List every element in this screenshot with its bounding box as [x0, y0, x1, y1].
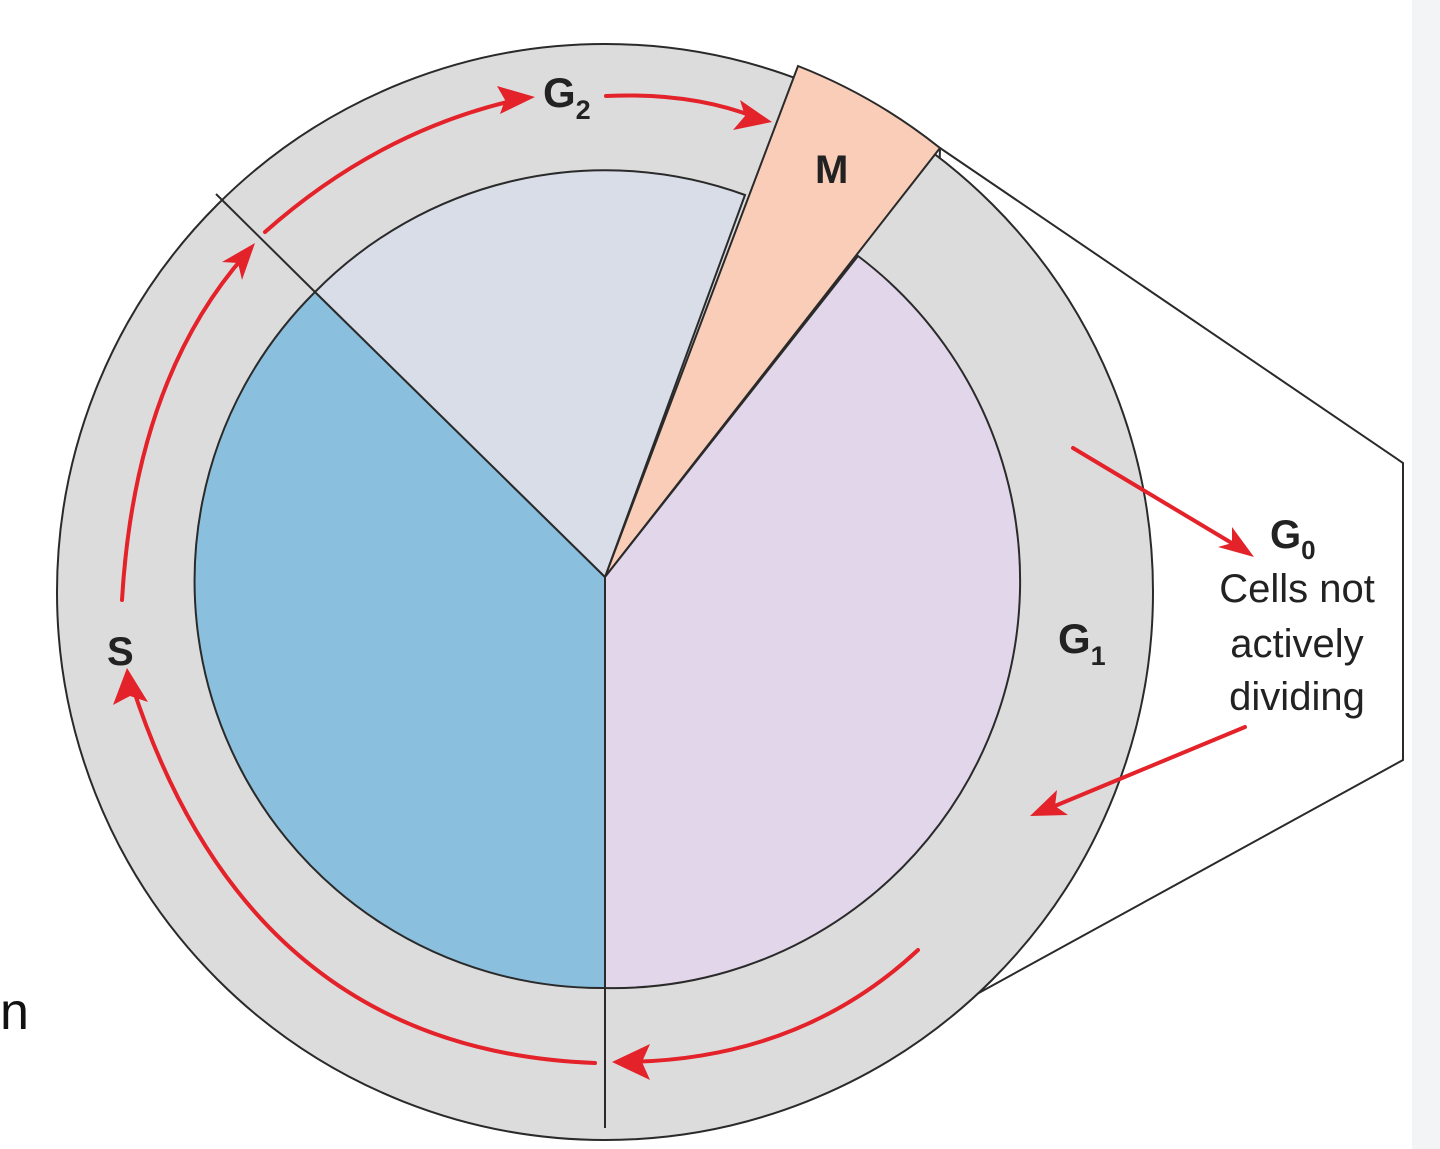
arrow-s-to-g2-upper	[263, 97, 522, 234]
arrowheads	[113, 86, 1254, 1080]
arrowhead-g2-upper	[497, 86, 535, 114]
arrowhead-g1	[1030, 790, 1068, 816]
s-sector	[193, 290, 606, 990]
g1-sector	[604, 254, 1022, 990]
arrow-g2-to-m	[604, 93, 757, 119]
g2-label: G2	[543, 69, 591, 125]
arrow-s-to-g2-lower	[120, 253, 247, 602]
m-label: M	[815, 148, 848, 192]
cropped-text-fragment: n	[0, 983, 29, 1041]
divider-s-g2	[215, 193, 316, 293]
g0-description: Cells not actively dividing	[1219, 567, 1375, 719]
arrow-g1-to-s-bottom	[623, 948, 920, 1064]
g1-label: G1	[1058, 615, 1106, 671]
arrowhead-g2-lower	[222, 243, 255, 280]
inner-disk	[193, 169, 1022, 990]
arrowhead-m	[733, 100, 772, 130]
arrow-to-s	[130, 683, 597, 1065]
g0-desc-line-2: actively	[1230, 622, 1363, 666]
g0-label: G0	[1270, 513, 1316, 565]
arrow-g1-to-g0	[1071, 446, 1242, 550]
g2-sector	[313, 169, 747, 579]
right-edge-panel	[1412, 0, 1440, 1149]
cycle-arrows	[120, 93, 1247, 1065]
m-phase-wedge	[604, 64, 942, 578]
arrow-g0-to-g1	[1048, 725, 1247, 810]
s-label: S	[107, 630, 134, 674]
g0-desc-line-3: dividing	[1229, 675, 1365, 719]
g0-desc-line-1: Cells not	[1219, 567, 1375, 611]
arrowhead-g0	[1218, 527, 1254, 557]
arrowhead-bottom	[612, 1044, 650, 1080]
arrowhead-s	[113, 668, 148, 705]
